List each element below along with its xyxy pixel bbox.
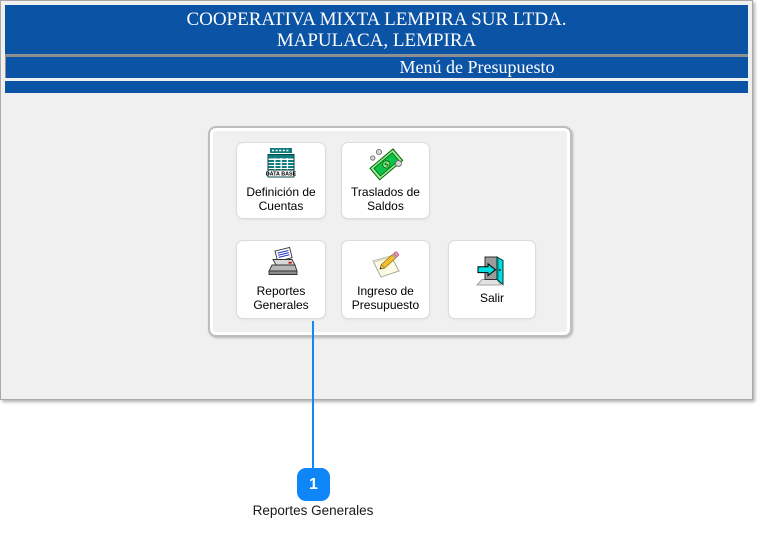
annotation-label: Reportes Generales: [252, 503, 374, 518]
button-ingreso-presupuesto[interactable]: Ingreso de Presupuesto: [341, 240, 430, 319]
button-traslados-saldos[interactable]: $ Traslados de Saldos: [341, 142, 430, 219]
printer-icon: [263, 246, 299, 281]
button-label-line: Salir: [479, 291, 504, 305]
button-label-line: Cuentas: [258, 199, 304, 213]
button-label-line: Traslados de: [351, 185, 420, 199]
button-label-line: Definición de: [246, 185, 316, 199]
annotation-badge-1: 1: [297, 468, 330, 501]
database-icon: DATA BASE: [263, 148, 299, 182]
company-location: MAPULACA, LEMPIRA: [276, 30, 477, 51]
button-definicion-cuentas[interactable]: DATA BASE Definición de Cuentas: [236, 142, 326, 219]
svg-text:$: $: [383, 162, 390, 169]
annotation-connector-line: [312, 321, 314, 468]
button-reportes-generales[interactable]: Reportes Generales: [236, 240, 326, 319]
app-window: COOPERATIVA MIXTA LEMPIRA SUR LTDA. MAPU…: [0, 0, 753, 400]
menu-title: Menú de Presupuesto: [399, 57, 555, 77]
app-header: COOPERATIVA MIXTA LEMPIRA SUR LTDA. MAPU…: [5, 5, 748, 54]
button-label-line: Generales: [253, 298, 309, 312]
button-label-line: Saldos: [367, 199, 404, 213]
button-label-line: Reportes: [256, 284, 306, 298]
button-salir[interactable]: Salir: [448, 240, 536, 319]
exit-door-icon: [474, 254, 510, 288]
menu-panel: DATA BASE Definición de Cuentas: [208, 126, 572, 337]
company-name: COOPERATIVA MIXTA LEMPIRA SUR LTDA.: [186, 9, 567, 30]
header-stripe: [5, 81, 748, 93]
annotation-number: 1: [309, 475, 318, 493]
button-label-line: Ingreso de: [357, 284, 414, 298]
notepad-pencil-icon: [368, 247, 404, 281]
svg-text:DATA BASE: DATA BASE: [266, 171, 297, 177]
money-transfer-icon: $: [368, 148, 404, 182]
menu-title-bar: Menú de Presupuesto: [5, 54, 748, 78]
button-label-line: Presupuesto: [351, 298, 420, 312]
